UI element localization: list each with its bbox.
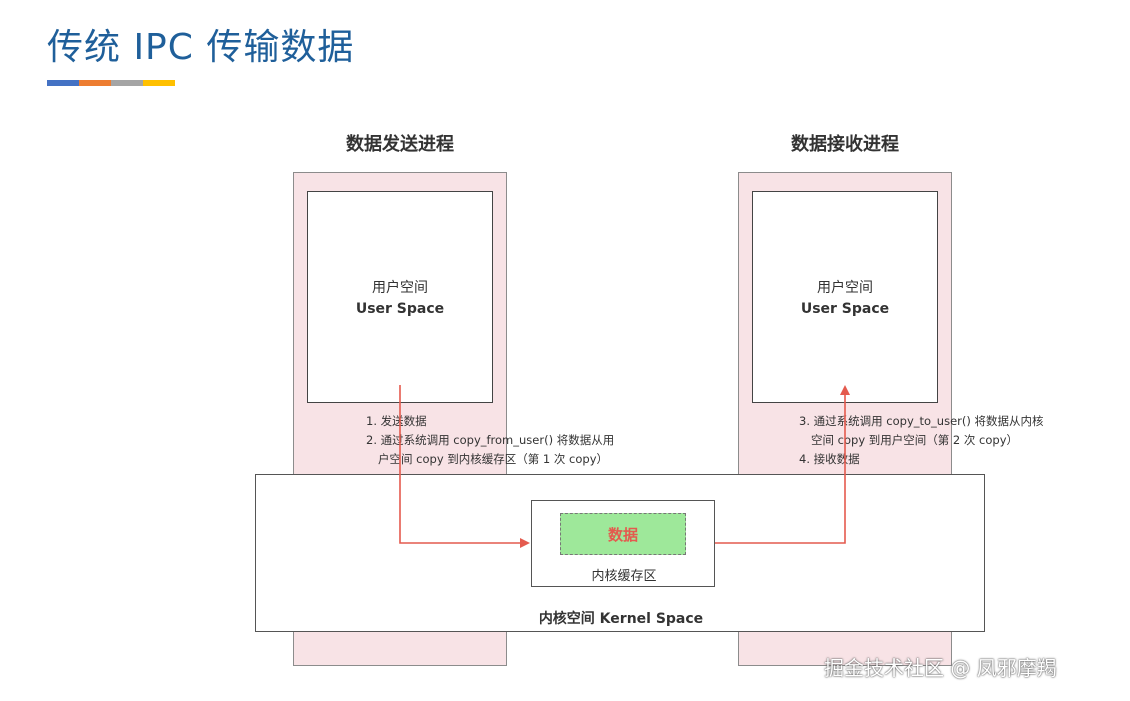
receiver-step-3: 3. 通过系统调用 copy_to_user() 将数据从内核 [799, 414, 1044, 428]
sender-process-title: 数据发送进程 [346, 134, 454, 155]
kernel-space-box: 数据 内核缓存区 内核空间 Kernel Space [255, 474, 985, 632]
sender-step-2-cont: 户空间 copy 到内核缓存区（第 1 次 copy） [378, 452, 609, 466]
receiver-step-3-cont: 空间 copy 到用户空间（第 2 次 copy） [811, 433, 1019, 447]
title-bar-segment-gray [111, 80, 143, 86]
title-bar-segment-yellow [143, 80, 175, 86]
sender-step-1: 1. 发送数据 [366, 414, 427, 428]
kernel-buffer-label: 内核缓存区 [591, 569, 657, 584]
sender-user-space-label-en: User Space [355, 301, 445, 317]
receiver-user-space-box: 用户空间 User Space [752, 191, 938, 403]
receiver-process-title: 数据接收进程 [791, 134, 899, 155]
sender-step-2: 2. 通过系统调用 copy_from_user() 将数据从用 [366, 433, 615, 447]
slide-title: 传统 IPC 传输数据 [47, 27, 355, 68]
title-color-bar [47, 80, 175, 86]
data-block: 数据 [560, 513, 686, 555]
sender-steps: 1. 发送数据 2. 通过系统调用 copy_from_user() 将数据从用… [366, 412, 614, 469]
kernel-buffer-box: 数据 内核缓存区 [531, 500, 715, 587]
title-bar-segment-blue [47, 80, 79, 86]
receiver-user-space-label-en: User Space [800, 301, 890, 317]
receiver-user-space-label-zh: 用户空间 [817, 280, 873, 296]
title-bar-segment-orange [79, 80, 111, 86]
watermark: 掘金技术社区 @ 凤邪摩羯 [824, 656, 1057, 680]
receiver-step-4: 4. 接收数据 [799, 452, 860, 466]
sender-user-space-box: 用户空间 User Space [307, 191, 493, 403]
kernel-space-label: 内核空间 Kernel Space [538, 611, 704, 627]
sender-user-space-label-zh: 用户空间 [372, 280, 428, 296]
receiver-steps: 3. 通过系统调用 copy_to_user() 将数据从内核 空间 copy … [799, 412, 1044, 469]
